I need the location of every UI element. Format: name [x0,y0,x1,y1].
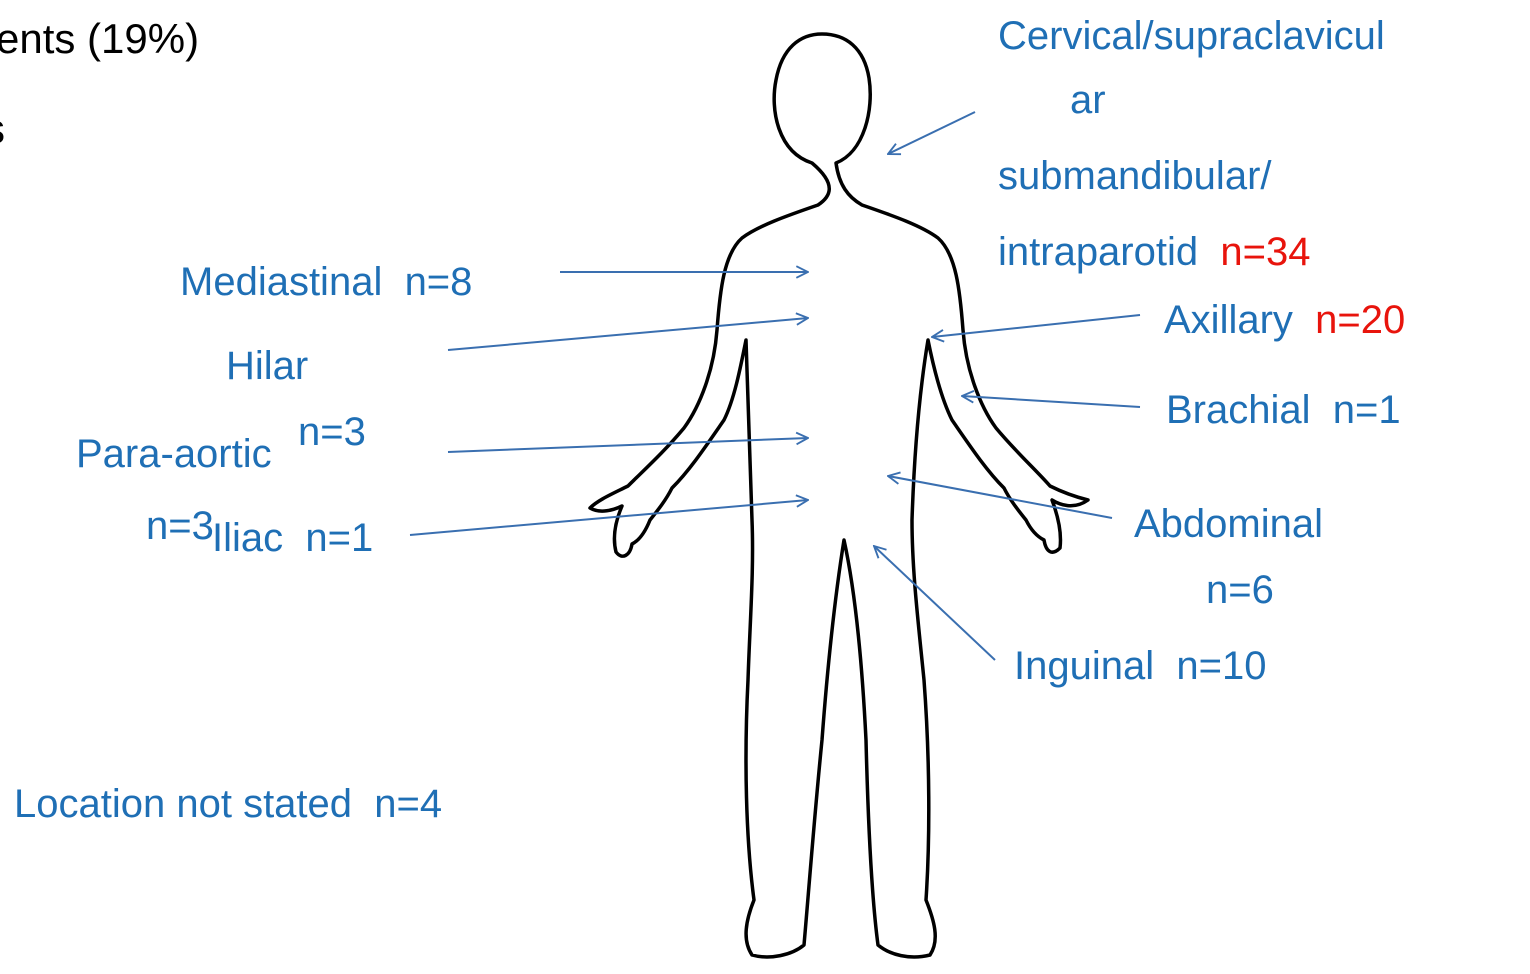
label-cervical-name: intraparotid [998,230,1198,274]
label-abdominal-name: Abdominal [1134,504,1323,544]
label-iliac: Iliac n=1 [212,518,373,558]
label-not-stated: Location not stated n=4 [14,784,442,824]
label-inguinal: Inguinal n=10 [1014,646,1266,686]
label-hilar-name: Hilar [226,346,308,386]
label-cervical-line-1: Cervical/supraclavicul [998,16,1385,56]
arrow-cervical [888,112,975,154]
arrow-iliac [410,500,808,535]
label-cervical-line-3: submandibular/ [998,156,1272,196]
label-axillary-name: Axillary [1164,298,1293,342]
arrow-inguinal [874,546,995,660]
arrow-hilar [448,318,808,350]
count-cervical: n=34 [1220,230,1310,274]
label-mediastinal: Mediastinal n=8 [180,262,472,302]
label-cervical-line-2: ar [1070,80,1106,120]
label-para-aortic-name: Para-aortic [76,434,272,474]
count-para-aortic: n=3 [146,506,214,546]
header-line-2: s [0,108,5,150]
count-mediastinal: n=8 [405,260,473,304]
count-brachial: n=1 [1333,388,1401,432]
label-brachial: Brachial n=1 [1166,390,1401,430]
label-inguinal-name: Inguinal [1014,644,1154,688]
label-axillary: Axillary n=20 [1164,300,1405,340]
count-not-stated: n=4 [374,782,442,826]
arrow-para-aortic [448,438,808,452]
label-not-stated-name: Location not stated [14,782,352,826]
header-line-1: ents (19%) [0,18,199,60]
count-hilar: n=3 [298,412,366,452]
count-iliac: n=1 [305,516,373,560]
count-axillary: n=20 [1315,298,1405,342]
count-inguinal: n=10 [1176,644,1266,688]
label-mediastinal-name: Mediastinal [180,260,382,304]
label-iliac-name: Iliac [212,516,283,560]
arrow-brachial [962,396,1140,407]
count-abdominal: n=6 [1206,570,1274,610]
label-brachial-name: Brachial [1166,388,1311,432]
label-cervical-line-4: intraparotid n=34 [998,232,1310,272]
